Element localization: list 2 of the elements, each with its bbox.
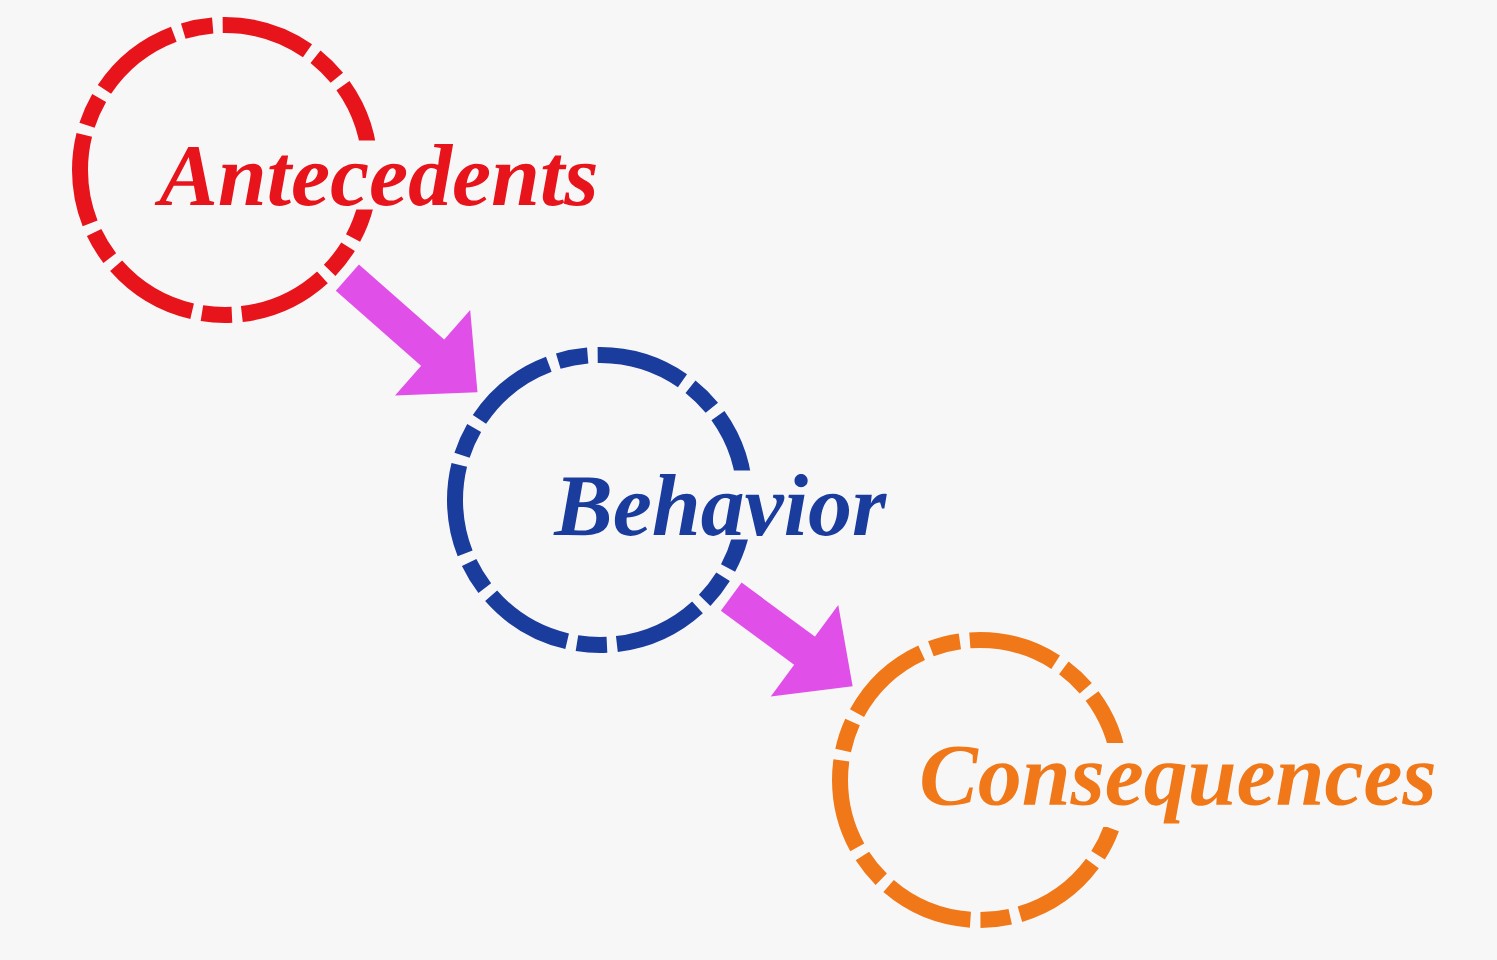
circle-label: Antecedents: [72, 17, 602, 323]
circle-label: Consequences: [832, 632, 1441, 928]
